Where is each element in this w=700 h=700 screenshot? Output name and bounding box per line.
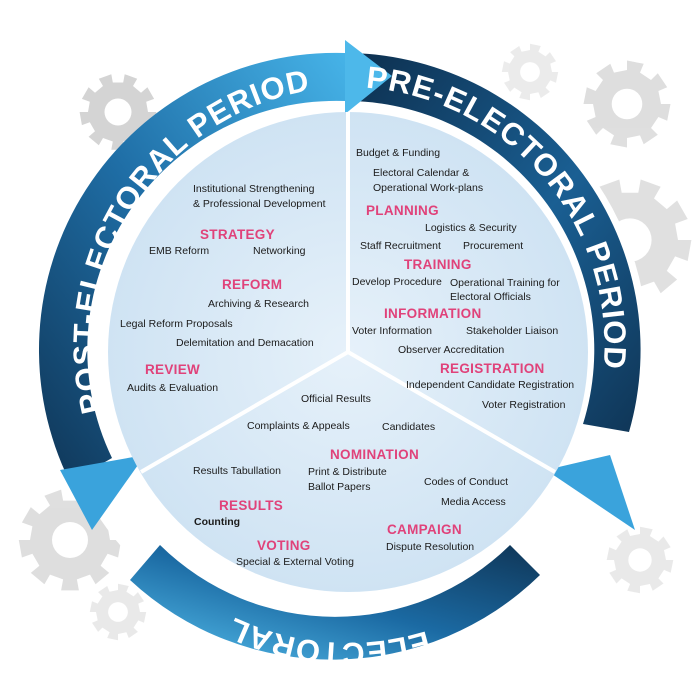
voter-info-item: Voter Information	[352, 325, 432, 337]
pre-electoral-arc	[351, 53, 641, 432]
print-line1: Print & Distribute	[308, 466, 387, 478]
delimitation-item: Delemitation and Demacation	[176, 337, 314, 349]
electoral-arc-tail-head	[60, 455, 145, 530]
voting-heading: VOTING	[257, 538, 311, 553]
candidates-item: Candidates	[382, 421, 435, 433]
post-electoral-arc-head	[345, 40, 392, 114]
procurement-item: Procurement	[463, 240, 523, 252]
media-item: Media Access	[441, 496, 506, 508]
staff-item: Staff Recruitment	[360, 240, 441, 252]
information-heading: INFORMATION	[384, 306, 482, 321]
op-training-line1: Operational Training for	[450, 277, 560, 289]
post-electoral-sector: Institutional Strengthening & Profession…	[120, 183, 326, 394]
reform-heading: REFORM	[222, 277, 282, 292]
official-results-item: Official Results	[301, 393, 371, 405]
logistics-item: Logistics & Security	[425, 222, 517, 234]
results-heading: RESULTS	[219, 498, 283, 513]
gear-icon	[501, 43, 559, 101]
indep-cand-item: Independent Candidate Registration	[406, 379, 574, 391]
registration-heading: REGISTRATION	[440, 361, 545, 376]
review-heading: REVIEW	[145, 362, 200, 377]
print-line2: Ballot Papers	[308, 481, 370, 493]
observer-item: Observer Accreditation	[398, 344, 504, 356]
post-electoral-arc	[38, 52, 345, 483]
inst-line2: & Professional Development	[193, 198, 326, 210]
emb-item: EMB Reform	[149, 245, 209, 257]
calendar-item-line1: Electoral Calendar &	[373, 167, 469, 179]
nomination-heading: NOMINATION	[330, 447, 419, 462]
training-heading: TRAINING	[404, 257, 472, 272]
voter-reg-item: Voter Registration	[482, 399, 566, 411]
tabulation-item: Results Tabullation	[193, 465, 281, 477]
gear-icon	[606, 526, 674, 594]
pre-electoral-sector: Budget & Funding Electoral Calendar & Op…	[352, 147, 574, 411]
archiving-item: Archiving & Research	[208, 298, 309, 310]
counting-item: Counting	[194, 516, 240, 528]
planning-heading: PLANNING	[366, 203, 439, 218]
gear-icon	[583, 60, 671, 148]
sector-dividers	[139, 112, 557, 474]
audits-item: Audits & Evaluation	[127, 382, 218, 394]
develop-item: Develop Procedure	[352, 276, 442, 288]
op-training-line2: Electoral Officials	[450, 291, 531, 303]
campaign-heading: CAMPAIGN	[387, 522, 462, 537]
complaints-item: Complaints & Appeals	[247, 420, 350, 432]
networking-item: Networking	[253, 245, 306, 257]
strategy-heading: STRATEGY	[200, 227, 275, 242]
stakeholder-item: Stakeholder Liaison	[466, 325, 558, 337]
codes-item: Codes of Conduct	[424, 476, 508, 488]
budget-item: Budget & Funding	[356, 147, 440, 159]
calendar-item-line2: Operational Work-plans	[373, 182, 483, 194]
dispute-item: Dispute Resolution	[386, 541, 474, 553]
gear-icon	[89, 583, 147, 641]
electoral-sector: Official Results Complaints & Appeals Ca…	[193, 393, 508, 568]
special-item: Special & External Voting	[236, 556, 354, 568]
pre-electoral-arc-head	[546, 455, 635, 530]
inst-line1: Institutional Strengthening	[193, 183, 315, 195]
electoral-arc	[130, 545, 540, 660]
legal-item: Legal Reform Proposals	[120, 318, 233, 330]
